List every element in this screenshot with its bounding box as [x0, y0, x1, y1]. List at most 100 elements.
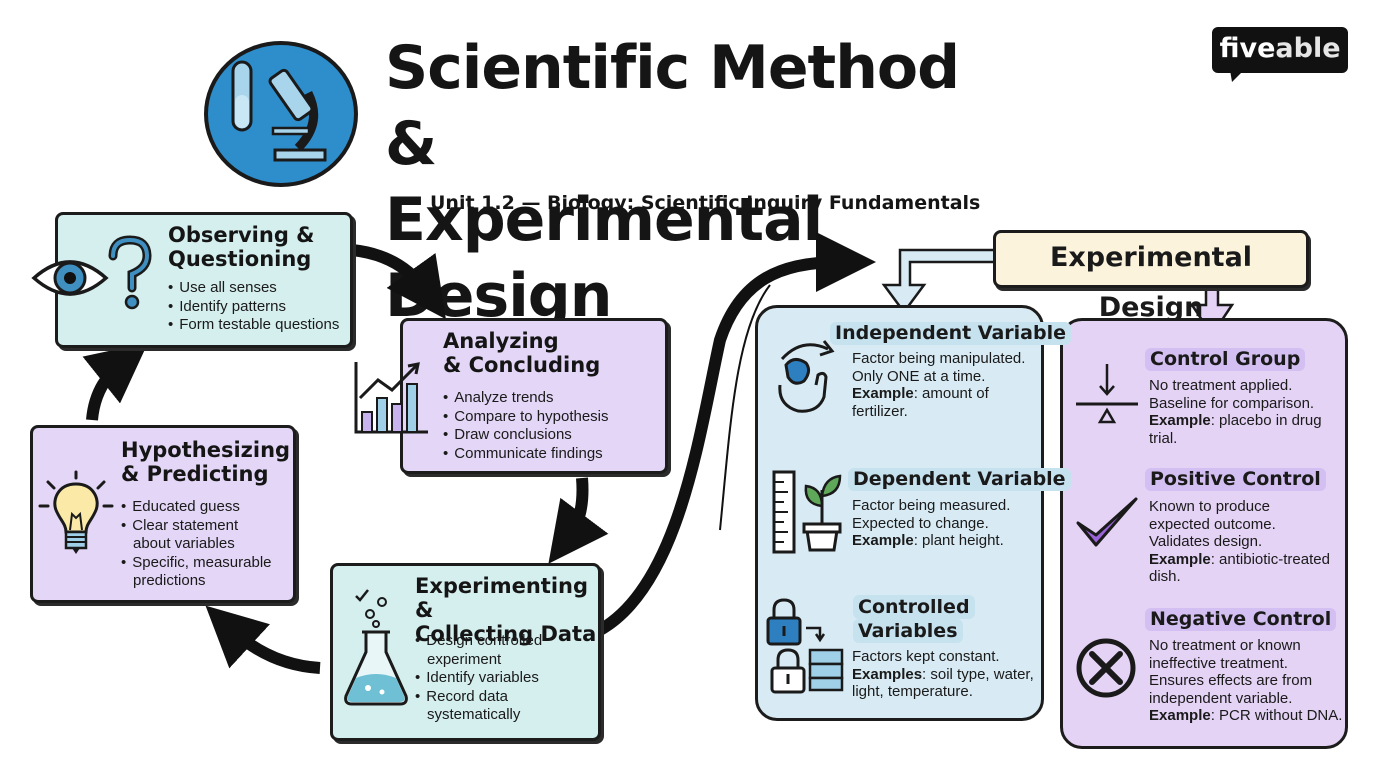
controlled-example-label: Examples — [852, 665, 923, 683]
list-item: Communicate findings — [443, 445, 609, 464]
controlled-line-1: Factors kept constant. — [852, 648, 1000, 665]
list-item: Identify variables — [415, 669, 542, 688]
list-item: systematically — [427, 706, 521, 723]
list-item: Use all senses — [168, 279, 339, 298]
control-group-example-label: Example — [1149, 412, 1211, 429]
ruler-icon — [772, 470, 796, 554]
microscope-icon — [204, 41, 358, 187]
independent-variable-title: Independent Variable — [830, 322, 1071, 345]
list-item: Compare to hypothesis — [443, 408, 608, 427]
negative-control-title: Negative Control — [1145, 608, 1337, 631]
positive-line-2: expected outcome. — [1149, 515, 1276, 533]
controlled-title-1: Controlled — [853, 595, 975, 619]
control-group-title: Control Group — [1145, 348, 1306, 371]
observing-title-2: Questioning — [168, 247, 312, 271]
independent-example-1: : amount of — [913, 385, 989, 402]
list-item: Specific, measurable — [121, 554, 271, 573]
card-analyzing: Analyzing & Concluding Analyze trends Co… — [400, 318, 668, 474]
negative-control-text: No treatment or known ineffective treatm… — [1149, 637, 1342, 725]
positive-example-1: : antibiotic-treated — [1210, 550, 1330, 568]
dependent-line-1: Factor being measured. — [852, 497, 1011, 514]
flask-icon — [344, 589, 408, 706]
list-item: Identify patterns — [168, 298, 339, 317]
control-group-example: Example: placebo in drug — [1149, 412, 1322, 430]
experimental-design-label: Experimental Design — [993, 230, 1309, 323]
independent-example: Example: amount of — [852, 385, 1025, 403]
independent-line-2: Only ONE at a time. — [852, 367, 986, 385]
observing-title-1: Observing & — [168, 223, 315, 247]
independent-example-2: fertilizer. — [852, 402, 908, 420]
hypothesizing-title: Hypothesizing & Predicting — [121, 438, 290, 486]
experimenting-title-1: Experimenting & — [415, 574, 589, 622]
negative-line-2: ineffective treatment. — [1149, 654, 1288, 672]
list-item: about variables — [133, 535, 235, 552]
bar-chart-icon — [354, 362, 428, 434]
hypothesizing-title-2: & Predicting — [121, 462, 269, 486]
controlled-title-2: Variables — [853, 619, 963, 643]
list-item: Educated guess — [121, 498, 272, 517]
positive-line-1: Known to produce — [1149, 498, 1270, 515]
dependent-variable-title: Dependent Variable — [848, 468, 1071, 491]
independent-variable-text: Factor being manipulated. Only ONE at a … — [852, 350, 1025, 420]
analyzing-bullets: Analyze trends Compare to hypothesis Dra… — [443, 389, 609, 464]
observing-bullets: Use all senses Identify patterns Form te… — [168, 279, 339, 335]
variables-panel — [755, 305, 1044, 721]
negative-example: Example: PCR without DNA. — [1149, 707, 1342, 725]
hypothesizing-title-1: Hypothesizing — [121, 438, 291, 462]
list-item: Clear statement — [121, 517, 272, 536]
dependent-example-1: : plant height. — [913, 532, 1004, 549]
lock-icon — [766, 598, 844, 694]
controlled-variables-text: Factors kept constant. Examples: soil ty… — [852, 648, 1034, 701]
list-item: Analyze trends — [443, 389, 609, 408]
dependent-line-2: Expected to change. — [852, 514, 989, 532]
control-group-text: No treatment applied. Baseline for compa… — [1149, 377, 1322, 447]
hand-rotate-icon — [778, 340, 835, 413]
controlled-example-2: light, temperature. — [852, 683, 973, 700]
list-item: Record data — [415, 688, 542, 707]
observing-title: Observing & Questioning — [168, 223, 314, 271]
control-group-line-1: No treatment applied. — [1149, 377, 1293, 394]
logo-part-1: five — [1219, 33, 1276, 64]
experimenting-bullets: Design controlled experiment Identify va… — [415, 632, 542, 725]
logo-part-2: able — [1275, 33, 1341, 64]
page-subtitle: Unit 1.2 — Biology: Scientific Inquiry F… — [430, 192, 981, 214]
positive-control-title: Positive Control — [1145, 468, 1326, 491]
list-item: Design controlled — [415, 632, 542, 651]
list-item: experiment — [427, 650, 502, 668]
dependent-example-label: Example — [852, 532, 914, 549]
positive-example: Example: antibiotic-treated — [1149, 551, 1330, 569]
control-group-example-2: trial. — [1149, 429, 1178, 447]
negative-example-label: Example — [1149, 707, 1211, 724]
independent-example-label: Example — [852, 385, 914, 402]
checkmark-icon — [1076, 497, 1138, 547]
plant-icon — [802, 474, 842, 552]
controlled-variables-title: Controlled Variables — [848, 595, 980, 643]
negative-line-1: No treatment or known — [1149, 637, 1301, 654]
negative-line-3: Ensures effects are from — [1149, 672, 1313, 689]
hypothesizing-bullets: Educated guess Clear statement about var… — [121, 498, 272, 591]
positive-example-2: dish. — [1149, 568, 1181, 585]
fiveable-logo: fiveable — [1212, 27, 1348, 73]
control-group-line-2: Baseline for comparison. — [1149, 394, 1315, 412]
x-circle-icon — [1076, 638, 1136, 698]
logo-tail — [1230, 70, 1244, 82]
negative-example-1: : PCR without DNA. — [1210, 707, 1343, 724]
title-line-1: Scientific Method & — [385, 33, 960, 179]
lightbulb-icon — [38, 470, 114, 554]
control-group-example-1: : placebo in drug — [1210, 412, 1322, 429]
controlled-example: Examples: soil type, water, — [852, 666, 1034, 684]
list-item: predictions — [133, 572, 206, 589]
eye-icon — [31, 260, 109, 296]
positive-control-text: Known to produce expected outcome. Valid… — [1149, 498, 1330, 586]
negative-line-4: independent variable. — [1149, 689, 1293, 707]
independent-line-1: Factor being manipulated. — [852, 350, 1026, 367]
list-item: Draw conclusions — [443, 426, 609, 445]
dependent-variable-text: Factor being measured. Expected to chang… — [852, 497, 1010, 550]
balance-icon — [1076, 364, 1138, 424]
question-mark-icon — [108, 235, 152, 310]
positive-line-3: Validates design. — [1149, 533, 1263, 550]
list-item: Form testable questions — [168, 316, 339, 335]
controlled-example-1: : soil type, water, — [922, 665, 1034, 683]
card-experimenting: Experimenting & Collecting Data Design c… — [330, 563, 601, 741]
